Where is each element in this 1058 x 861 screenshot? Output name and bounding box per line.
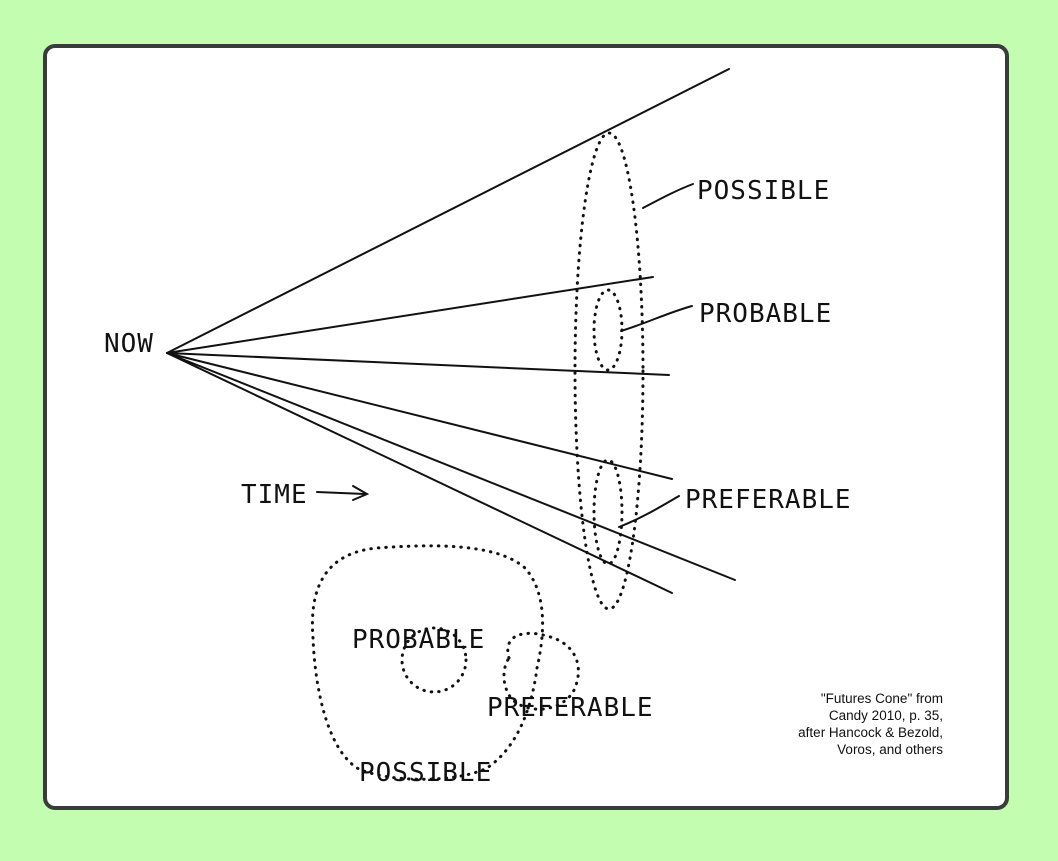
caption-line: after Hancock & Bezold,: [798, 725, 943, 740]
figure-caption: "Futures Cone" from Candy 2010, p. 35, a…: [723, 690, 943, 758]
probable-ellipse: [592, 288, 624, 372]
cone-ray-upper: [166, 68, 730, 354]
caption-line: "Futures Cone" from: [820, 691, 943, 706]
cone-ray-5: [166, 352, 736, 581]
preferable-label: PREFERABLE: [685, 485, 852, 515]
cone-ray-4: [166, 352, 673, 480]
time-arrow-head: [352, 485, 370, 501]
probable-label: PROBABLE: [699, 299, 832, 329]
caption-line: Voros, and others: [837, 742, 943, 757]
possible-leader: [642, 183, 694, 209]
time-label: TIME: [241, 480, 308, 510]
possible-label: POSSIBLE: [697, 176, 830, 206]
venn-probable-label: PROBABLE: [352, 625, 485, 655]
possible-ellipse: [573, 131, 645, 611]
venn-possible-circle: [310, 544, 544, 781]
venn-probable-circle: [400, 626, 468, 694]
preferable-leader: [618, 495, 680, 528]
preferable-ellipse: [592, 458, 624, 566]
probable-leader: [620, 305, 693, 332]
venn-possible-label: POSSIBLE: [359, 758, 492, 788]
cone-ray-lower: [166, 352, 673, 594]
cone-ray-2: [166, 276, 654, 354]
time-arrow: [316, 491, 366, 495]
now-label: NOW: [104, 329, 154, 359]
venn-preferable-circle: [502, 631, 580, 711]
futures-cone-diagram: NOW TIME POSSIBLE PROBABLE PREFERABLE PR…: [104, 68, 852, 788]
caption-line: Candy 2010, p. 35,: [828, 708, 943, 723]
cone-ray-3: [166, 352, 670, 376]
venn-preferable-label: PREFERABLE: [487, 693, 654, 723]
diagram-card: NOW TIME POSSIBLE PROBABLE PREFERABLE PR…: [43, 44, 1009, 810]
